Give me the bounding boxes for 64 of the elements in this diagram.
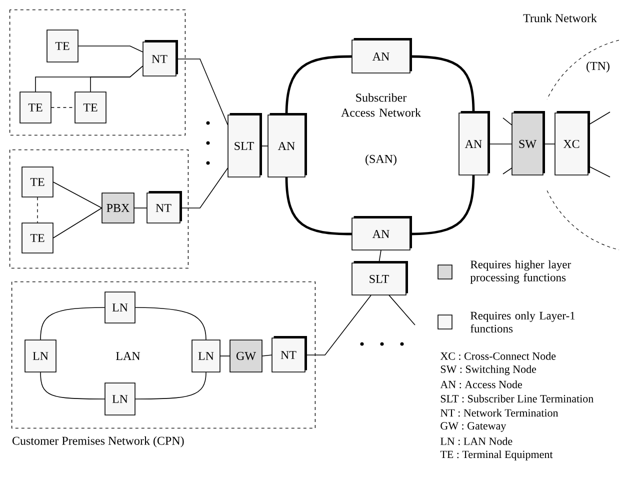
abbreviation-entry: TE : Terminal Equipment (440, 450, 553, 460)
connector-line (378, 250, 382, 264)
connector-line (78, 46, 144, 52)
node-box: LN (24, 340, 56, 372)
network-label: (TN) (586, 62, 610, 72)
abbreviation-entry: NT : Network Termination (440, 408, 558, 417)
node-box: SW (512, 111, 545, 176)
connector-line (285, 177, 352, 236)
connector-line (180, 168, 228, 208)
abbreviation-entry: SW : Switching Node (440, 365, 536, 376)
node-box: NT (142, 40, 178, 76)
connector-line (90, 66, 144, 92)
connector-line (176, 58, 228, 126)
node-box: PBX (102, 192, 134, 224)
node-box: AN (352, 38, 412, 74)
node-box: SLT (352, 261, 408, 296)
network-label: Trunk Network (523, 14, 597, 22)
network-label: LAN (116, 352, 140, 360)
region-caption: Customer Premises Network (CPN) (12, 436, 184, 448)
node-box: AN (352, 216, 412, 250)
dashed-region (11, 281, 316, 429)
node-box: SLT (228, 113, 262, 178)
node-box: TE (20, 92, 52, 124)
connector-line (37, 196, 38, 224)
abbreviation-entry: SLT : Subscriber Line Termination (440, 394, 594, 402)
connector-line (588, 166, 610, 178)
legend-text: Requires only Layer-1 functions (470, 311, 575, 333)
dashed-region (9, 149, 189, 269)
node-box: LN (104, 382, 136, 416)
connector-line (502, 118, 512, 126)
connector-line (52, 182, 102, 208)
abbreviation-entry: XC : Cross-Connect Node (440, 352, 556, 360)
node-box: LN (192, 340, 220, 372)
abbreviation-entry: AN : Access Node (440, 380, 522, 388)
node-box: LN (104, 292, 136, 324)
connector-line (40, 307, 106, 340)
connector-line (134, 372, 206, 400)
node-box: TE (22, 222, 54, 254)
connector-line (588, 112, 610, 126)
connector-line (502, 168, 512, 174)
network-label: (SAN) (366, 154, 396, 166)
node-box: NT (272, 336, 307, 372)
connector-line (304, 294, 372, 356)
node-box: GW (230, 340, 262, 372)
legend-text: Requires higher layer processing functions (470, 260, 571, 284)
connector-line (410, 175, 475, 236)
connector-line (388, 294, 416, 326)
dashed-region (9, 9, 186, 136)
connector-line (52, 208, 102, 238)
node-box: TE (46, 30, 78, 62)
node-box: TE (74, 92, 106, 124)
node-box: AN (268, 113, 307, 178)
node-box: TE (22, 166, 54, 198)
node-box: NT (146, 191, 182, 224)
network-label: Subscriber Access Network (341, 93, 421, 117)
node-box: AN (458, 111, 490, 176)
node-box: XC (554, 111, 590, 176)
connector-line (134, 307, 206, 340)
connector-line (410, 55, 475, 113)
abbreviation-entry: GW : Gateway (440, 422, 506, 432)
abbreviation-entry: LN : LAN Node (440, 437, 512, 446)
connector-line (262, 354, 272, 356)
connector-line (40, 372, 106, 400)
connector-line (285, 55, 352, 115)
